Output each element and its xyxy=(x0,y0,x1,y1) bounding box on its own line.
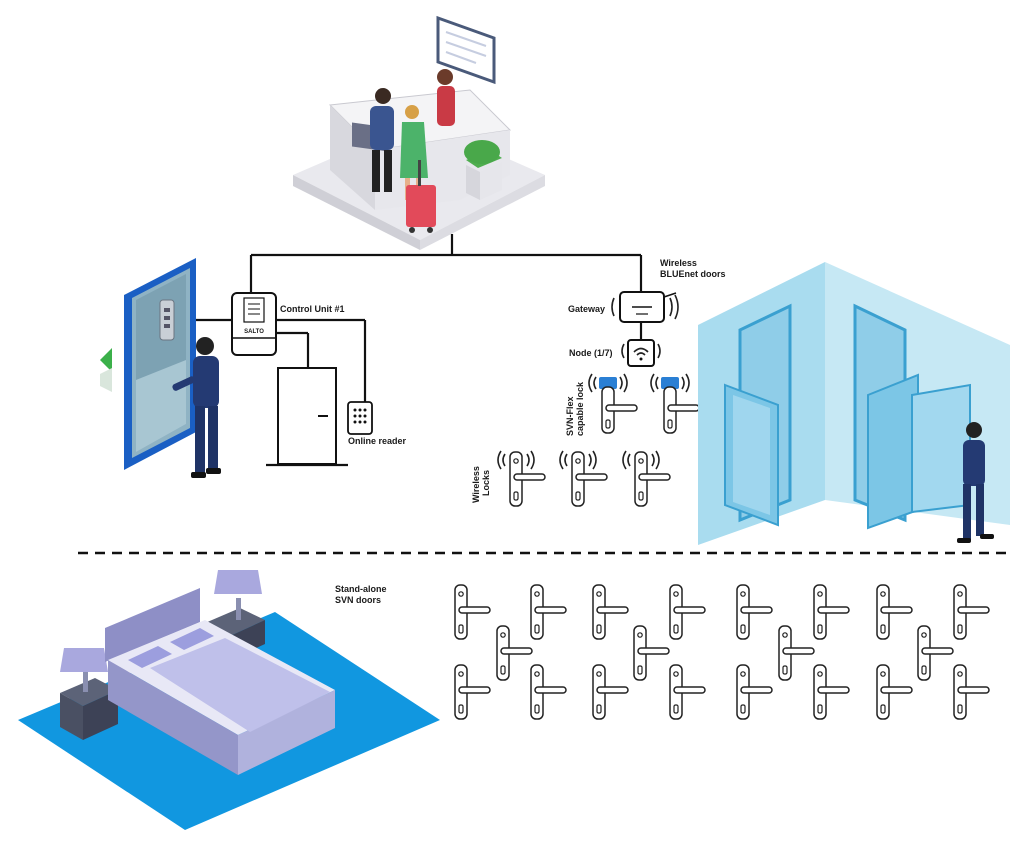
keypad-reader-icon xyxy=(347,401,373,435)
wireless-locks xyxy=(497,450,671,507)
standalone-lock-icon xyxy=(778,625,815,681)
svn-flex-label-line1: SVN-Flex xyxy=(565,396,575,436)
wireless-title-line1: Wireless xyxy=(660,258,697,268)
online-reader-label: Online reader xyxy=(348,436,407,446)
wireless-locks-label-line2: Locks xyxy=(481,470,491,496)
standalone-lock-icon xyxy=(592,584,629,640)
salto-logo-label: SALTO xyxy=(244,329,264,335)
standalone-lock-icon xyxy=(953,584,990,640)
standalone-lock-icon xyxy=(669,664,706,720)
standalone-lock-icon xyxy=(633,625,670,681)
standalone-lock-icon xyxy=(496,625,533,681)
wireless-lock-icon xyxy=(497,450,546,507)
control-unit-icon: SALTO xyxy=(231,292,277,356)
standalone-lock-icon xyxy=(813,664,850,720)
standalone-lock-icon xyxy=(454,584,491,640)
online-door-scene xyxy=(100,258,221,478)
svn-flex-lock-icon xyxy=(650,373,700,434)
bluenet-doors-room xyxy=(698,262,1010,545)
standalone-label-line2: SVN doors xyxy=(335,595,381,605)
network-wiring xyxy=(196,234,643,402)
svn-flex-locks xyxy=(588,373,700,434)
standalone-lock-icon xyxy=(530,584,567,640)
standalone-label-line1: Stand-alone xyxy=(335,584,387,594)
wired-door-icon xyxy=(266,367,348,467)
svn-flex-lock-icon xyxy=(588,373,638,434)
wireless-lock-icon xyxy=(559,450,608,507)
node-icon xyxy=(621,339,661,367)
standalone-locks xyxy=(454,584,990,720)
standalone-lock-icon xyxy=(876,584,913,640)
wireless-title-line2: BLUEnet doors xyxy=(660,269,726,279)
standalone-lock-icon xyxy=(669,584,706,640)
standalone-lock-icon xyxy=(454,664,491,720)
standalone-lock-icon xyxy=(953,664,990,720)
bedroom-icon xyxy=(18,570,440,830)
standalone-lock-icon xyxy=(736,584,773,640)
standalone-lock-icon xyxy=(592,664,629,720)
node-label: Node (1/7) xyxy=(569,348,613,358)
svn-flex-label-line2: capable lock xyxy=(575,381,585,436)
standalone-lock-icon xyxy=(530,664,567,720)
wireless-locks-label-line1: Wireless xyxy=(471,466,481,503)
standalone-lock-icon xyxy=(813,584,850,640)
standalone-lock-icon xyxy=(917,625,954,681)
gateway-label: Gateway xyxy=(568,304,605,314)
wireless-lock-icon xyxy=(622,450,671,507)
standalone-lock-icon xyxy=(876,664,913,720)
reception-desk-icon xyxy=(293,15,545,250)
gateway-icon xyxy=(611,291,679,323)
standalone-lock-icon xyxy=(736,664,773,720)
control-unit-label: Control Unit #1 xyxy=(280,304,345,314)
